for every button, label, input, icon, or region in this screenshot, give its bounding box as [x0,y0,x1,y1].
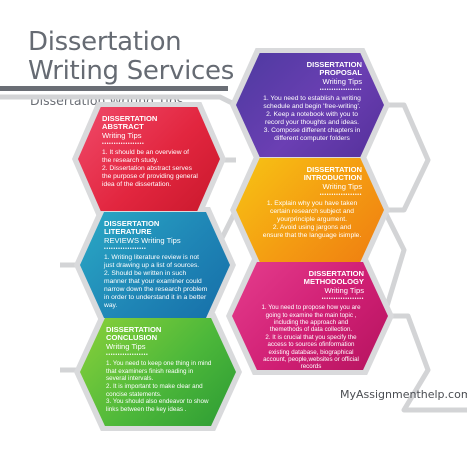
conclusion-tips: 1. You need to keep one thing in mind th… [106,360,212,413]
literature-dots: •••••••••••••••••• [104,246,147,253]
methodology-tip-1: 1. You need to propose how you are going… [261,304,361,334]
literature-tip-2: 2. Should be written in such manner that… [104,270,208,310]
conclusion-heading-title: DISSERTATION CONCLUSION [106,325,162,343]
proposal-tips: 1. You need to establish a writing sched… [262,95,362,143]
proposal-tip-1: 1. You need to establish a writing sched… [263,95,361,111]
proposal-heading-subtitle: Writing Tips [322,76,362,86]
page-title-line-2: Writing Services [28,56,234,86]
conclusion-tip-3: 3. You should also endeavor to show link… [106,398,209,413]
page-title: Dissertation Writing Services [28,28,234,86]
literature-heading-title: DISSERTATION LITERATURE [104,219,160,237]
methodology-heading-title: DISSERTATION METHODOLOGY [303,269,364,287]
introduction-heading: DISSERTATION INTRODUCTION Writing Tips [262,165,362,191]
conclusion-dots: •••••••••••••••••• [106,352,149,359]
proposal-heading-title: DISSERTATION PROPOSAL [306,60,362,78]
introduction-heading-title: DISSERTATION INTRODUCTION [303,165,362,183]
methodology-heading: DISSERTATION METHODOLOGY Writing Tips [258,269,364,295]
methodology-tip-2: 2. It is crucial that you specify the ac… [263,333,359,370]
introduction-tip-1: 1. Explain why you have taken certain re… [266,200,358,224]
methodology-heading-subtitle: Writing Tips [324,285,364,295]
proposal-dots: •••••••••••••••••• [319,87,362,94]
introduction-tips-panel: DISSERTATION INTRODUCTION Writing Tips •… [236,158,384,262]
proposal-tips-panel: DISSERTATION PROPOSAL Writing Tips •••••… [236,53,384,157]
page-title-line-1: Dissertation [28,27,182,57]
abstract-heading-subtitle: Writing Tips [102,130,142,140]
conclusion-tips-panel: DISSERTATION CONCLUSION Writing Tips •••… [80,318,236,426]
conclusion-tip-1: 1. You need to keep one thing in mind th… [106,360,212,383]
abstract-tip-2: 2. Dissertation abstract serves the purp… [102,165,198,189]
methodology-tips-panel: DISSERTATION METHODOLOGY Writing Tips ••… [232,262,388,370]
introduction-heading-subtitle: Writing Tips [322,181,362,191]
abstract-dots: •••••••••••••••••• [102,141,145,148]
abstract-tips: 1. It should be an overview of the resea… [102,149,198,189]
title-underline [0,86,228,91]
conclusion-tip-2: 2. It is important to make clear and con… [106,383,203,398]
methodology-tips: 1. You need to propose how you are going… [258,304,364,370]
abstract-tips-panel: DISSERTATION ABSTRACT Writing Tips •••••… [78,107,220,211]
introduction-dots: •••••••••••••••••• [319,192,362,199]
literature-tip-1: 1. Writing literature review is not just… [104,254,200,270]
introduction-tip-2: 2. Avoid using jargons and ensure that t… [262,224,362,240]
website-link[interactable]: MyAssignmenthelp.com [340,388,467,401]
methodology-dots: •••••••••••••••••• [321,296,364,303]
literature-heading-subtitle: REVIEWS Writing Tips [104,235,181,245]
abstract-heading: DISSERTATION ABSTRACT Writing Tips [102,114,198,140]
proposal-heading: DISSERTATION PROPOSAL Writing Tips [262,60,362,86]
introduction-tips: 1. Explain why you have taken certain re… [262,200,362,240]
literature-tips-panel: DISSERTATION LITERATURE REVIEWS Writing … [80,212,230,318]
proposal-tip-2: 2. Keep a notebook with you to record yo… [264,111,360,127]
conclusion-heading-subtitle: Writing Tips [106,341,146,351]
conclusion-heading: DISSERTATION CONCLUSION Writing Tips [106,325,212,351]
literature-tips: 1. Writing literature review is not just… [104,254,208,310]
abstract-heading-title: DISSERTATION ABSTRACT [102,114,158,132]
proposal-tip-3: 3. Compose different chapters in differe… [263,127,361,143]
literature-heading: DISSERTATION LITERATURE REVIEWS Writing … [104,219,208,245]
abstract-tip-1: 1. It should be an overview of the resea… [102,149,189,165]
